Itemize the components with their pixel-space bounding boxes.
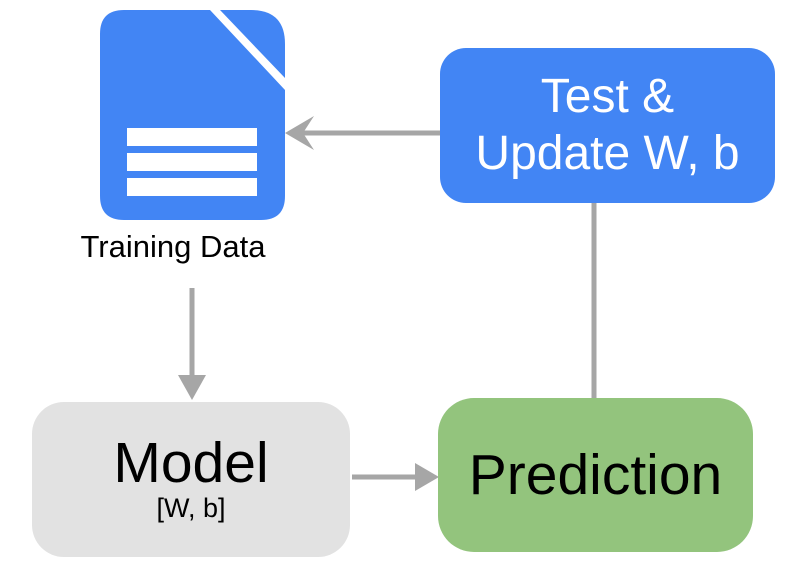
doc-line-1 <box>127 128 257 146</box>
test-update-label-line1: Test & <box>540 70 675 124</box>
node-model: Model [W, b] <box>32 402 350 557</box>
training-data-label: Training Data <box>80 229 266 264</box>
model-label: Model <box>113 430 269 495</box>
arrowhead-to-prediction <box>415 463 439 491</box>
node-prediction: Prediction <box>438 398 753 552</box>
test-update-label-line2: Update W, b <box>475 126 740 180</box>
doc-line-2 <box>127 153 257 171</box>
prediction-label: Prediction <box>468 443 723 507</box>
model-sublabel: [W, b] <box>156 492 226 523</box>
doc-line-3 <box>127 178 257 196</box>
arrowhead-to-model <box>178 375 206 400</box>
node-test-update: Test & Update W, b <box>440 48 775 203</box>
arrowhead-to-training-data <box>285 116 314 150</box>
document-icon <box>100 10 285 220</box>
